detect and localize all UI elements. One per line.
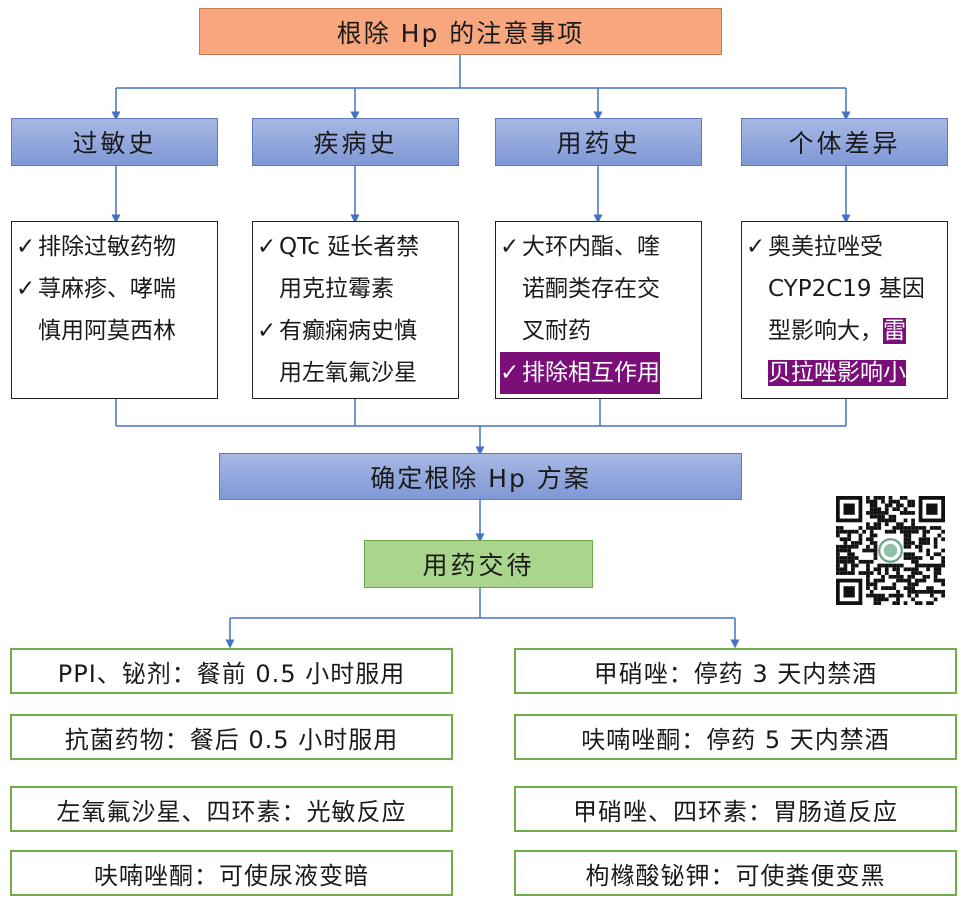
detail-text: 用左氧氟沙星 (279, 360, 417, 386)
category-medication-history: 用药史 (495, 118, 702, 166)
detail-text: 叉耐药 (522, 318, 591, 344)
detail-text: QTc 延长者禁 (279, 234, 420, 260)
check-icon: ✓ (257, 234, 277, 260)
category-disease-history: 疾病史 (252, 118, 459, 166)
detail-disease-item-2: ✓ 有癫痫病史慎 (257, 310, 417, 352)
note-left-3: 左氧氟沙星、四环素：光敏反应 (10, 786, 453, 832)
detail-text: 用克拉霉素 (279, 276, 394, 302)
detail-medication-item-1: ✓ 大环内酯、喹 (500, 226, 660, 268)
detail-text: 排除相互作用 (522, 360, 660, 386)
note-right-1: 甲硝唑：停药 3 天内禁酒 (514, 648, 957, 694)
detail-disease: ✓ QTc 延长者禁 用克拉霉素 ✓ 有癫痫病史慎 用左氧氟沙星 (252, 221, 459, 399)
check-icon: ✓ (500, 360, 520, 386)
medication-guidance: 用药交待 (364, 540, 593, 588)
highlighted-text: 雷 (883, 318, 906, 344)
detail-line-4: 贝拉唑影响小 (746, 352, 906, 394)
detail-allergy-item-2: ✓ 荨麻疹、哮喘 (16, 268, 176, 310)
detail-line-3: 型影响大，雷 (746, 310, 906, 352)
check-icon: ✓ (257, 318, 277, 344)
highlighted-text: 贝拉唑影响小 (768, 360, 906, 386)
detail-allergy-item-1: ✓ 排除过敏药物 (16, 226, 176, 268)
page-title: 根除 Hp 的注意事项 (199, 8, 722, 55)
detail-individual-item-1: ✓ 奥美拉唑受 (746, 226, 883, 268)
detail-text: 荨麻疹、哮喘 (38, 276, 176, 302)
note-left-2: 抗菌药物：餐后 0.5 小时服用 (10, 714, 453, 760)
note-right-4: 枸橼酸铋钾：可使粪便变黑 (514, 850, 957, 896)
qr-code-icon[interactable] (836, 496, 945, 605)
category-allergy-history: 过敏史 (11, 118, 218, 166)
category-individual-difference: 个体差异 (741, 118, 948, 166)
detail-text: CYP2C19 基因 (768, 276, 925, 302)
detail-text: 大环内酯、喹 (522, 234, 660, 260)
detail-text: 诺酮类存在交 (522, 276, 660, 302)
detail-medication-item-2-highlighted: ✓ 排除相互作用 (500, 352, 660, 394)
note-left-4: 呋喃唑酮：可使尿液变暗 (10, 850, 453, 896)
note-right-2: 呋喃唑酮：停药 5 天内禁酒 (514, 714, 957, 760)
detail-text: 奥美拉唑受 (768, 234, 883, 260)
detail-allergy: ✓ 排除过敏药物 ✓ 荨麻疹、哮喘 慎用阿莫西林 (11, 221, 218, 399)
check-icon: ✓ (16, 276, 36, 302)
eradication-plan: 确定根除 Hp 方案 (219, 453, 742, 500)
note-left-1: PPI、铋剂：餐前 0.5 小时服用 (10, 648, 453, 694)
detail-text: 有癫痫病史慎 (279, 318, 417, 344)
detail-text: 慎用阿莫西林 (38, 318, 176, 344)
note-right-3: 甲硝唑、四环素：胃肠道反应 (514, 786, 957, 832)
detail-text: 型影响大， (768, 318, 883, 344)
detail-individual: ✓ 奥美拉唑受 CYP2C19 基因 型影响大，雷 贝拉唑影响小 (741, 221, 948, 399)
check-icon: ✓ (746, 234, 766, 260)
detail-medication: ✓ 大环内酯、喹 诺酮类存在交 叉耐药 ✓ 排除相互作用 (495, 221, 702, 399)
detail-text: 排除过敏药物 (38, 234, 176, 260)
detail-disease-item-1: ✓ QTc 延长者禁 (257, 226, 419, 268)
check-icon: ✓ (500, 234, 520, 260)
check-icon: ✓ (16, 234, 36, 260)
